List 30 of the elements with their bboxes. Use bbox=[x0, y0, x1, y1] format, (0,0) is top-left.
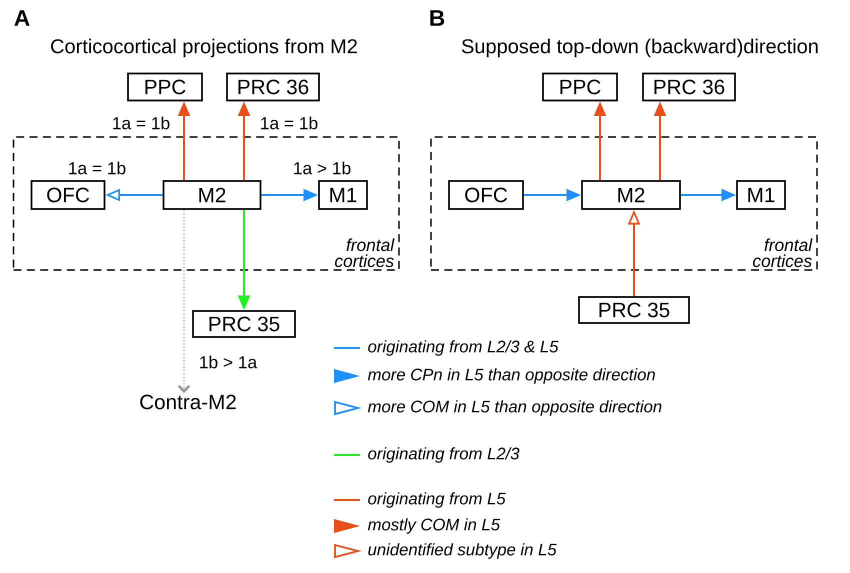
edge-label: 1a = 1b bbox=[69, 162, 126, 174]
edge-label: 1a > 1b bbox=[294, 162, 350, 174]
legend-text: originating from L2/3 bbox=[368, 447, 520, 463]
edge-label: 1a = 1b bbox=[261, 116, 318, 130]
area-box: PRC 36 bbox=[226, 72, 320, 102]
legend-text: more COM in L5 than opposite direction bbox=[368, 400, 662, 416]
panel-title: Supposed top-down (backward)direction bbox=[462, 38, 818, 58]
area-box: M2 bbox=[581, 180, 681, 210]
legend-text: more CPn in L5 than opposite direction bbox=[368, 368, 655, 384]
edge-label: 1a = 1b bbox=[113, 116, 170, 130]
legend-text: mostly COM in L5 bbox=[368, 518, 500, 534]
area-box: M2 bbox=[162, 180, 262, 210]
legend-text: unidentified subtype in L5 bbox=[368, 543, 557, 559]
legend-text: originating from L2/3 & L5 bbox=[368, 340, 558, 356]
edge-label: 1b > 1a bbox=[200, 356, 258, 368]
area-box: OFC bbox=[30, 180, 106, 210]
panel-letter: A bbox=[14, 10, 30, 26]
area-box: M1 bbox=[736, 180, 786, 210]
area-label: Contra-M2 bbox=[140, 394, 236, 410]
area-box: PRC 35 bbox=[578, 296, 690, 324]
panel-title: Corticocortical projections from M2 bbox=[51, 38, 357, 58]
area-box: OFC bbox=[448, 180, 524, 210]
area-box: PPC bbox=[542, 72, 618, 102]
area-box: M1 bbox=[318, 180, 368, 210]
area-box: PPC bbox=[127, 72, 203, 102]
panel-letter: B bbox=[430, 10, 444, 26]
arrow bbox=[178, 210, 190, 394]
area-box: PRC 35 bbox=[192, 310, 296, 338]
legend-text: originating from L5 bbox=[368, 492, 506, 508]
area-box: PRC 36 bbox=[642, 72, 736, 102]
